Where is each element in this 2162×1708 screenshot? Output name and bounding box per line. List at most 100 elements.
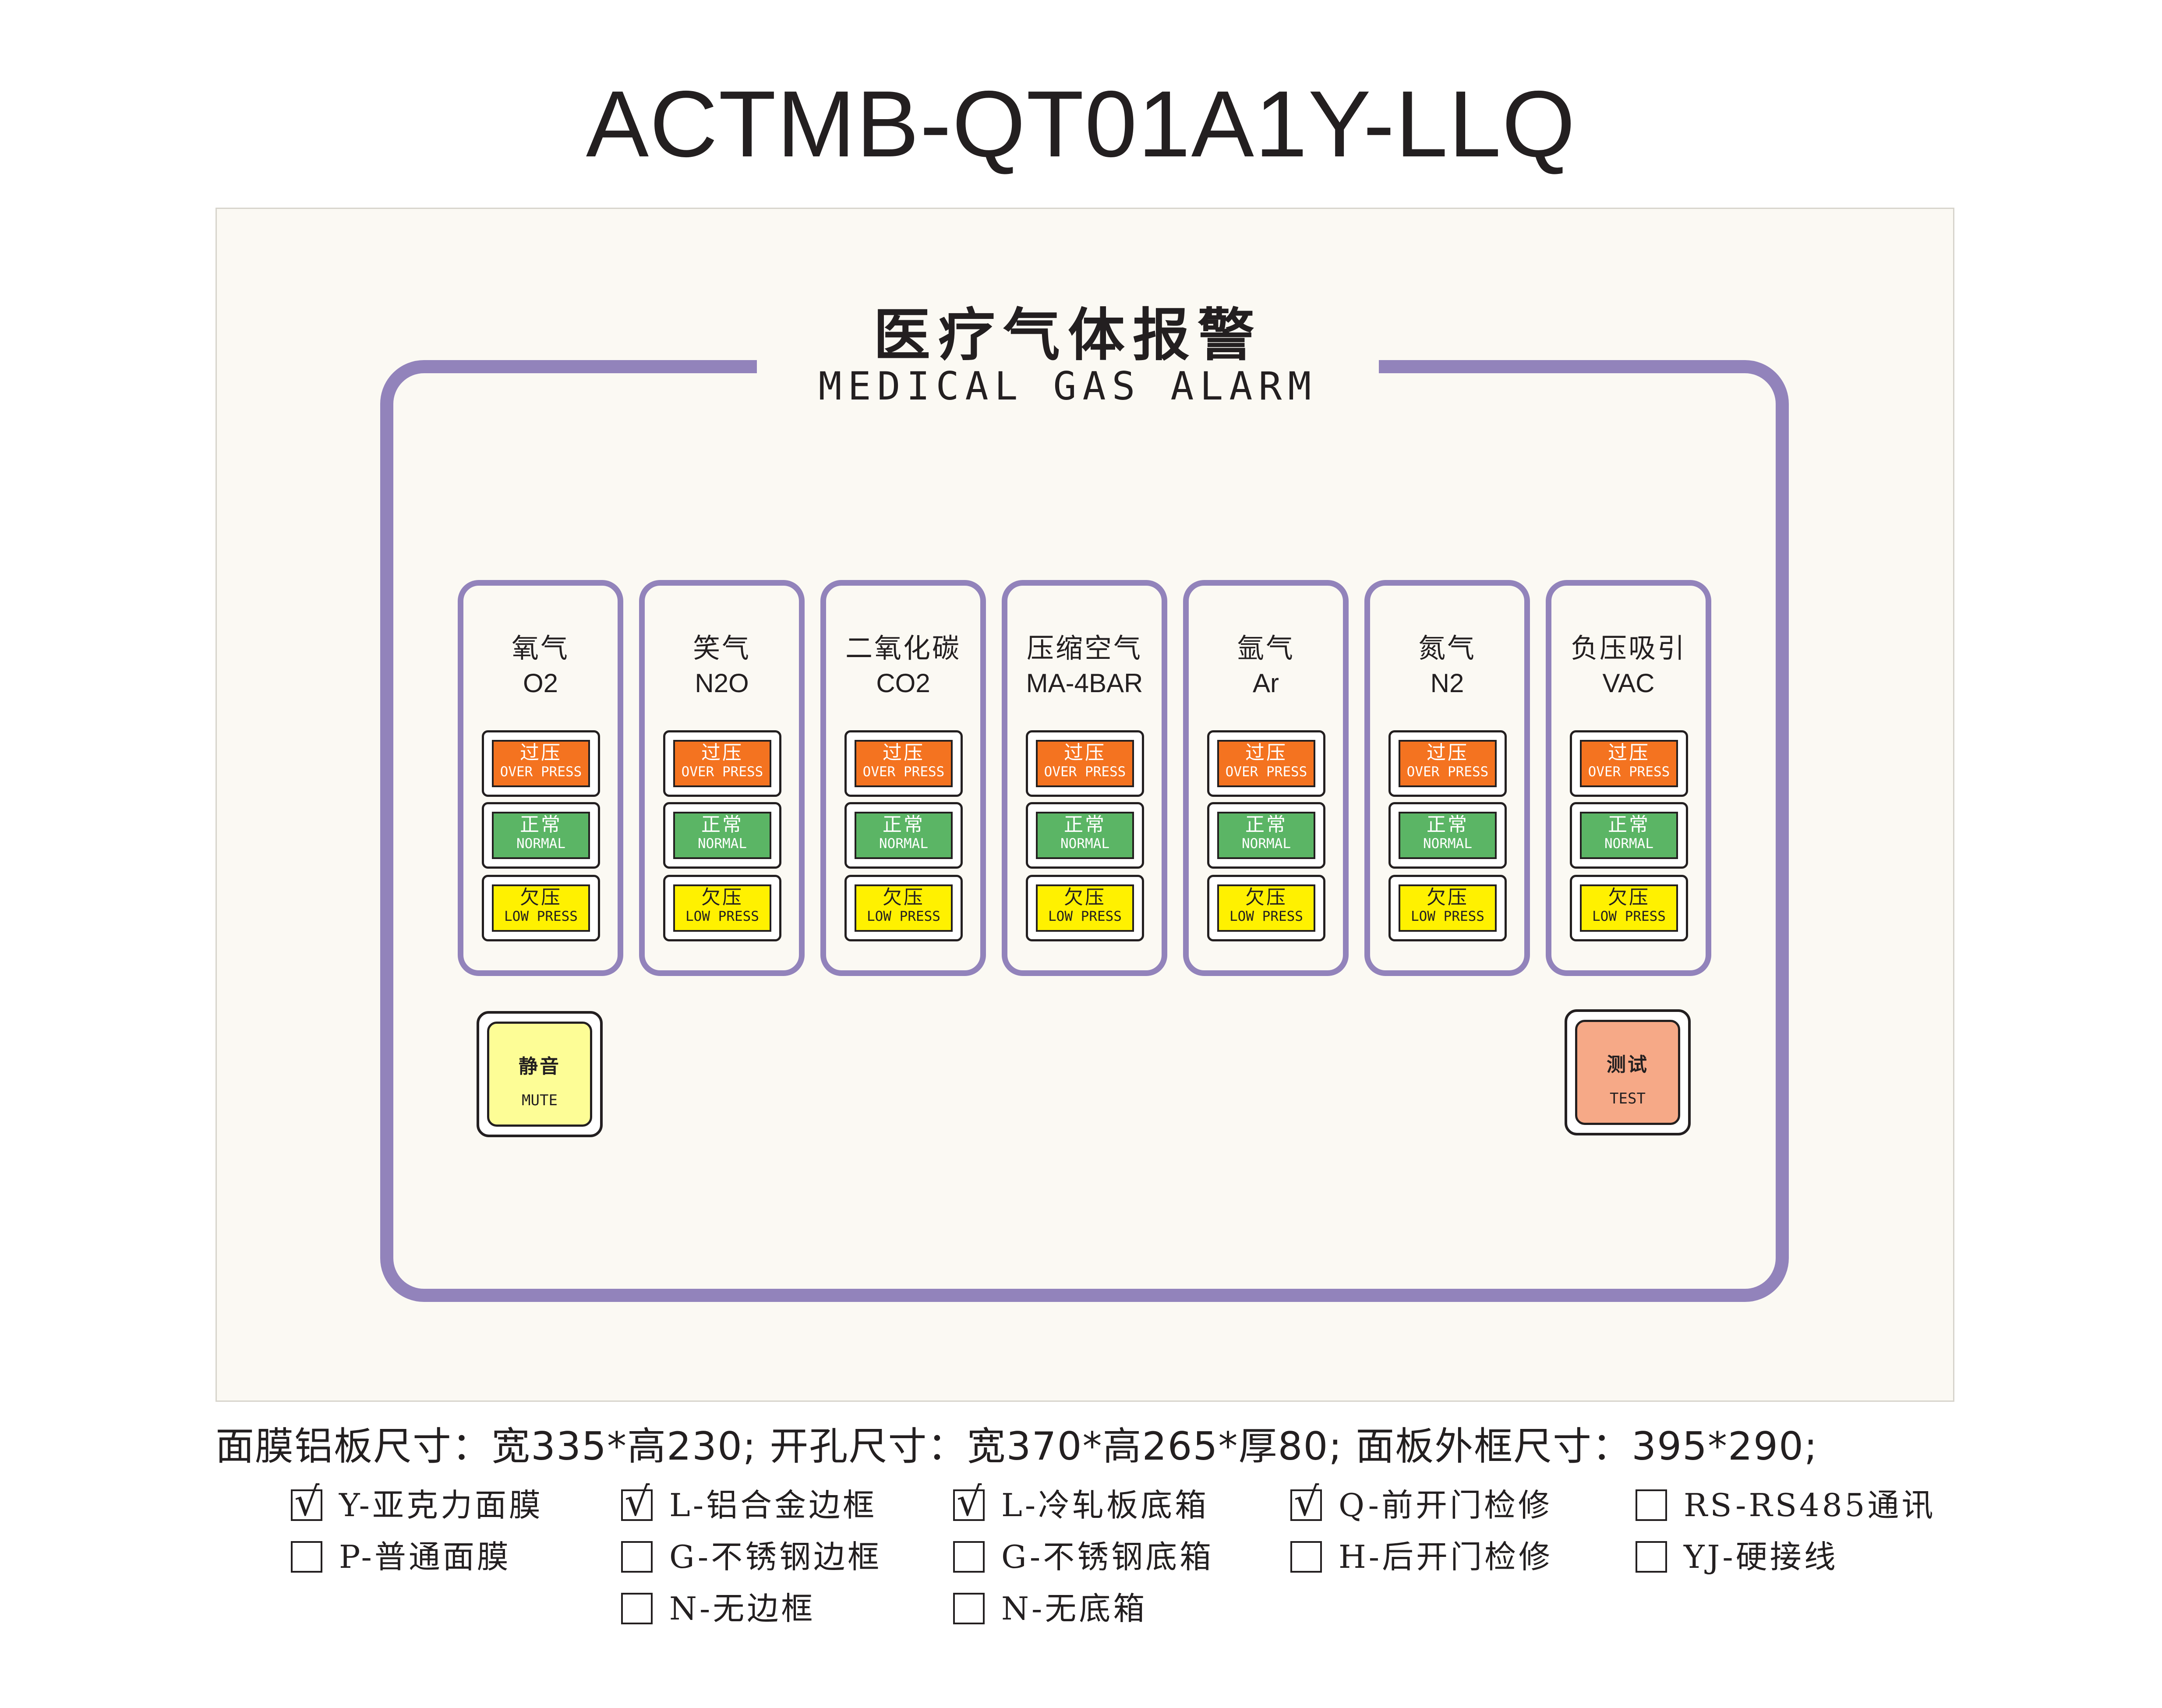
gas-name: 负压吸引 bbox=[1570, 632, 1686, 664]
normal-lamp-cn: 正常 bbox=[520, 813, 562, 836]
over-lamp-en: OVER PRESS bbox=[1225, 764, 1307, 780]
option-checkbox[interactable] bbox=[1636, 1489, 1667, 1521]
option-checkbox[interactable] bbox=[1290, 1541, 1322, 1573]
low-lamp-cn: 欠压 bbox=[883, 886, 925, 909]
normal-lamp-cn: 正常 bbox=[1245, 813, 1287, 836]
checkmark-icon: √ bbox=[957, 1479, 982, 1525]
over-lamp-cn: 过压 bbox=[1064, 742, 1106, 764]
option-label: N-无底箱 bbox=[1001, 1590, 1148, 1627]
option-checkbox[interactable] bbox=[621, 1593, 653, 1624]
low-lamp-cn: 欠压 bbox=[520, 886, 562, 909]
option-label: G-不锈钢边框 bbox=[669, 1538, 882, 1575]
option-checkbox[interactable]: √ bbox=[291, 1482, 322, 1522]
gas-name: 氧气 bbox=[511, 632, 569, 664]
normal-lamp-en: NORMAL bbox=[698, 836, 747, 852]
model-title: ACTMB-QT01A1Y-LLQ bbox=[586, 71, 1576, 177]
normal-lamp-cn: 正常 bbox=[701, 813, 743, 836]
gas-name: 氩气 bbox=[1236, 632, 1295, 664]
option-checkbox[interactable]: √ bbox=[953, 1482, 985, 1522]
over-lamp-en: OVER PRESS bbox=[1588, 764, 1670, 780]
checkmark-icon: √ bbox=[625, 1479, 650, 1525]
over-lamp-en: OVER PRESS bbox=[1044, 764, 1126, 780]
gas-formula: O2 bbox=[523, 668, 558, 698]
option-label: P-普通面膜 bbox=[339, 1538, 511, 1575]
spec-line: 面膜铝板尺寸：宽335*高230; 开孔尺寸：宽370*高265*厚80; 面板… bbox=[215, 1424, 1818, 1469]
gas-name: 笑气 bbox=[692, 632, 751, 664]
low-lamp-en: LOW PRESS bbox=[1592, 909, 1666, 924]
option-label: H-后开门检修 bbox=[1339, 1538, 1553, 1575]
option-label: N-无边框 bbox=[669, 1590, 816, 1627]
option-checkbox[interactable] bbox=[953, 1593, 985, 1624]
checkmark-icon: √ bbox=[1294, 1479, 1319, 1525]
over-lamp-cn: 过压 bbox=[701, 742, 743, 764]
low-lamp-en: LOW PRESS bbox=[1048, 909, 1122, 924]
gas-formula: Ar bbox=[1253, 668, 1279, 698]
normal-lamp-en: NORMAL bbox=[1060, 836, 1109, 852]
option-label: G-不锈钢底箱 bbox=[1001, 1538, 1214, 1575]
mute-button-cn: 静音 bbox=[519, 1055, 561, 1078]
low-lamp-cn: 欠压 bbox=[1608, 886, 1650, 909]
low-lamp-en: LOW PRESS bbox=[504, 909, 578, 924]
gas-formula: VAC bbox=[1602, 668, 1655, 698]
option-checkbox[interactable]: √ bbox=[1290, 1482, 1322, 1522]
checkmark-icon: √ bbox=[294, 1479, 320, 1525]
over-lamp-cn: 过压 bbox=[1245, 742, 1287, 764]
mute-button[interactable]: 静音 MUTE bbox=[477, 1011, 603, 1137]
low-lamp-cn: 欠压 bbox=[1245, 886, 1287, 909]
option-checkbox[interactable] bbox=[621, 1541, 653, 1573]
gas-formula: N2O bbox=[695, 668, 749, 698]
test-button[interactable]: 测试 TEST bbox=[1565, 1009, 1691, 1135]
low-lamp-en: LOW PRESS bbox=[685, 909, 759, 924]
option-checkbox[interactable] bbox=[291, 1541, 322, 1573]
over-lamp-en: OVER PRESS bbox=[681, 764, 763, 780]
over-lamp-en: OVER PRESS bbox=[1406, 764, 1489, 780]
normal-lamp-en: NORMAL bbox=[1242, 836, 1291, 852]
gas-formula: N2 bbox=[1430, 668, 1464, 698]
low-lamp-cn: 欠压 bbox=[701, 886, 743, 909]
over-lamp-cn: 过压 bbox=[1608, 742, 1650, 764]
alarm-title-cn: 医疗气体报警 bbox=[873, 302, 1262, 368]
alarm-title-en: MEDICAL GAS ALARM bbox=[818, 364, 1318, 409]
over-lamp-en: OVER PRESS bbox=[500, 764, 582, 780]
option-label: Q-前开门检修 bbox=[1339, 1487, 1552, 1524]
over-lamp-cn: 过压 bbox=[883, 742, 925, 764]
low-lamp-en: LOW PRESS bbox=[1229, 909, 1303, 924]
option-label: YJ-硬接线 bbox=[1684, 1538, 1838, 1575]
option-checkbox[interactable] bbox=[1636, 1541, 1667, 1573]
option-checkbox[interactable] bbox=[953, 1541, 985, 1573]
option-checkbox[interactable]: √ bbox=[621, 1482, 653, 1522]
over-lamp-cn: 过压 bbox=[520, 742, 562, 764]
normal-lamp-cn: 正常 bbox=[1064, 813, 1106, 836]
gas-name: 氮气 bbox=[1418, 632, 1476, 664]
over-lamp-en: OVER PRESS bbox=[862, 764, 945, 780]
option-label: L-冷轧板底箱 bbox=[1001, 1487, 1209, 1524]
test-button-face: 测试 TEST bbox=[1575, 1020, 1680, 1125]
mute-button-face: 静音 MUTE bbox=[487, 1022, 592, 1127]
option-label: RS-RS485通讯 bbox=[1684, 1487, 1936, 1524]
